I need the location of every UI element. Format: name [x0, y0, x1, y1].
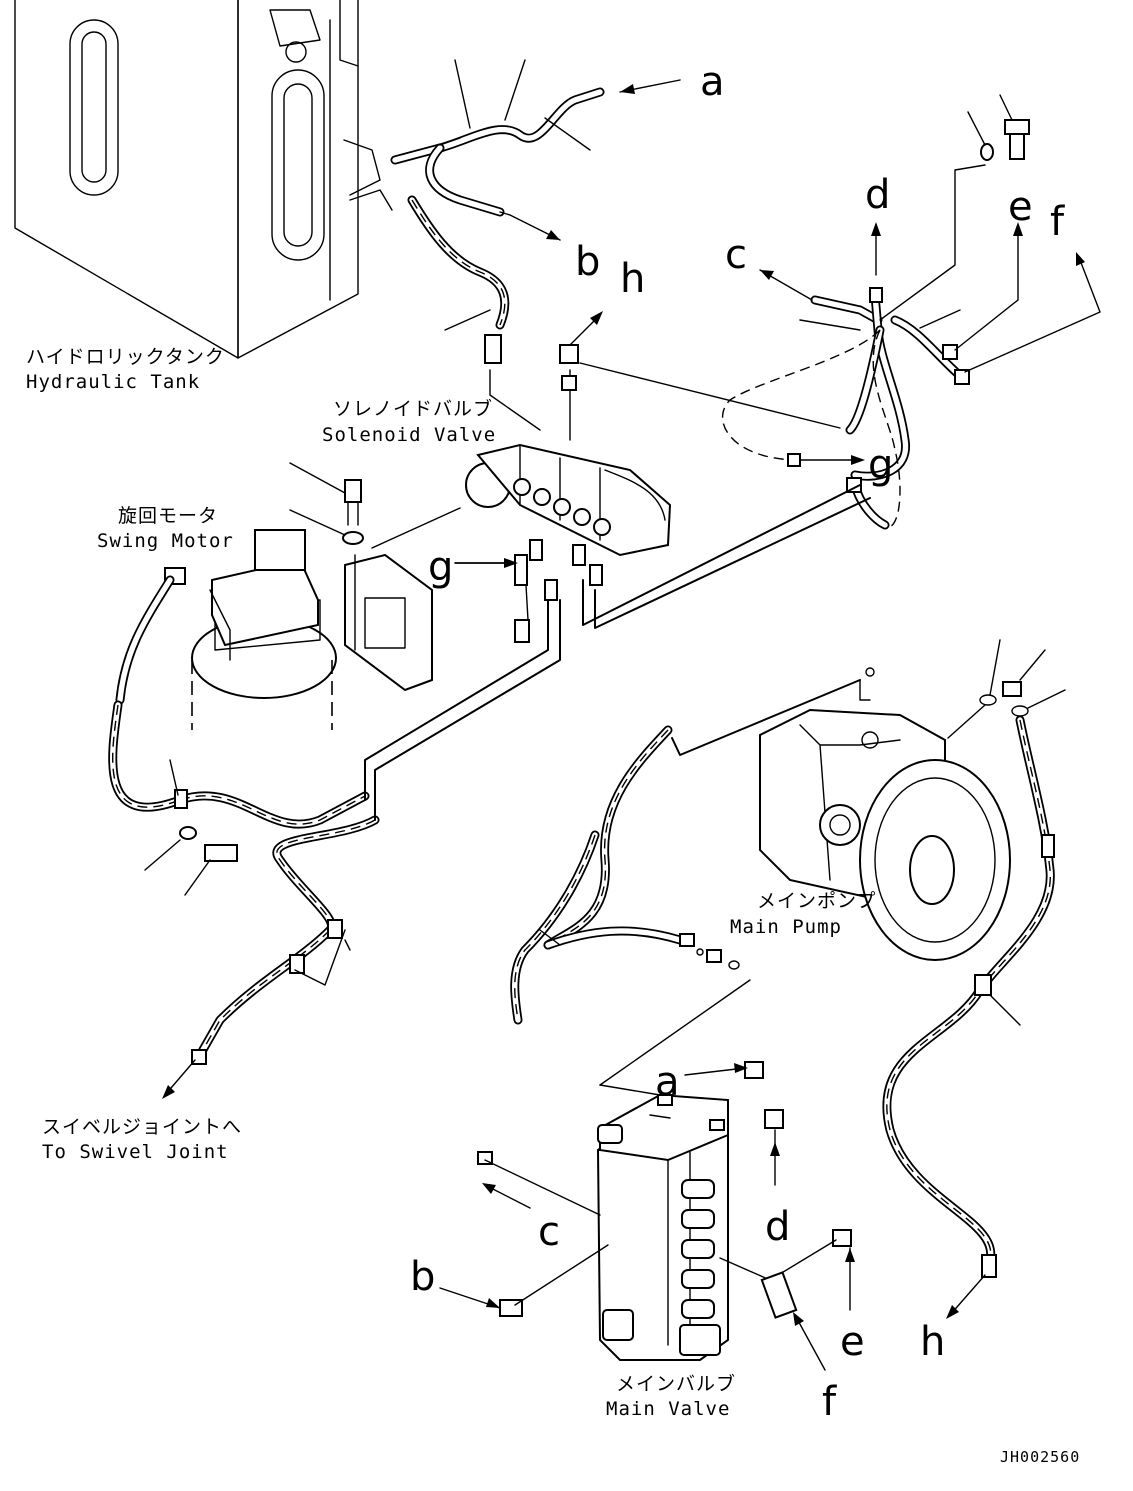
- main-pump: [759, 639, 1066, 961]
- callout-arrows: [162, 79, 1101, 1371]
- pilot-hoses-right: [579, 94, 1030, 530]
- callout-h-top: h: [620, 256, 645, 302]
- routing-lines: [364, 484, 871, 821]
- callout-d-bottom: d: [765, 1204, 790, 1250]
- solenoid-valve-label-en: Solenoid Valve: [322, 424, 496, 446]
- callout-c-top: c: [725, 232, 747, 278]
- main-pump-label-jp: メインポンプ: [757, 890, 876, 912]
- callout-d-top: d: [865, 172, 890, 218]
- callout-letters: a b c d e f h g g a b c d e f h: [410, 59, 1065, 1425]
- callout-c-bottom: c: [538, 1209, 560, 1255]
- callout-f-top: f: [1050, 199, 1065, 245]
- solenoid-valve: [465, 344, 672, 557]
- callout-f-bottom: f: [822, 1379, 837, 1425]
- callout-b-bottom: b: [410, 1254, 435, 1300]
- hydraulic-tank-label-jp: ハイドロリックタンク: [26, 346, 225, 368]
- main-valve-label-en: Main Valve: [606, 1398, 730, 1420]
- callout-e-bottom: e: [840, 1319, 865, 1365]
- main-valve: [596, 1084, 729, 1361]
- drawing-number: JH002560: [1000, 1448, 1080, 1466]
- callout-a-top: a: [700, 59, 725, 105]
- swivel-joint-label-en: To Swivel Joint: [42, 1141, 229, 1163]
- swing-motor: [164, 529, 337, 730]
- solenoid-fittings: [454, 539, 603, 643]
- hydraulic-tank: [14, 0, 393, 359]
- swivel-joint-label-jp: スイベルジョイントへ: [42, 1116, 242, 1138]
- component-captions: ハイドロリックタンク Hydraulic Tank ソレノイドバルブ Solen…: [26, 346, 1080, 1466]
- swing-motor-label-en: Swing Motor: [97, 530, 234, 552]
- main-valve-fittings: [477, 1061, 852, 1319]
- callout-b-top: b: [575, 239, 600, 285]
- main-valve-label-jp: メインバルブ: [616, 1372, 736, 1395]
- pump-to-h-hose: [882, 715, 1055, 1278]
- tank-hoses: [390, 59, 605, 364]
- pump-to-valve-hoses: [510, 679, 861, 1086]
- main-pump-label-en: Main Pump: [730, 916, 842, 938]
- callout-g-right: g: [868, 442, 893, 488]
- callout-e-top: e: [1008, 184, 1033, 230]
- callout-g-left: g: [428, 544, 453, 590]
- hydraulic-tank-label-en: Hydraulic Tank: [26, 371, 200, 393]
- swing-motor-label-jp: 旋回モータ: [118, 505, 218, 527]
- bracket-plate: [289, 462, 461, 692]
- swing-motor-hoses: [108, 575, 380, 1065]
- callout-h-bottom: h: [920, 1319, 945, 1365]
- callout-a-bottom: a: [655, 1059, 680, 1105]
- solenoid-valve-label-jp: ソレノイドバルブ: [333, 397, 493, 420]
